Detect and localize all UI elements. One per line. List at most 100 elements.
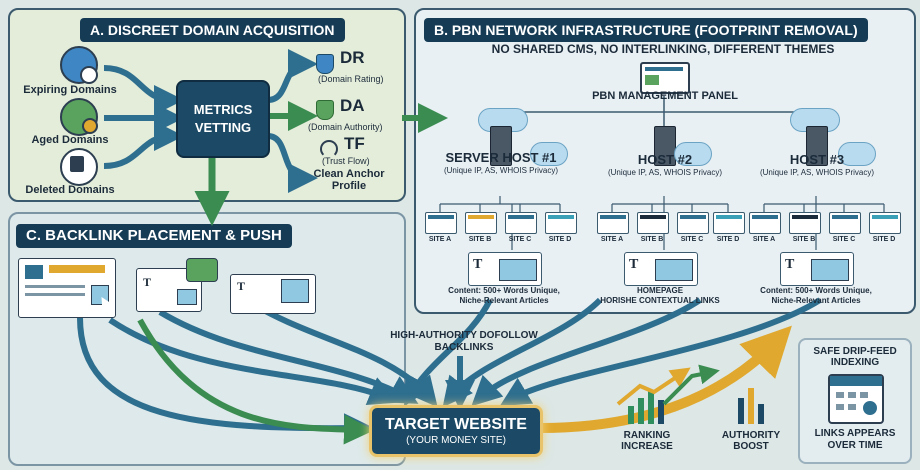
drip-title-line-1: SAFE DRIP-FEED bbox=[813, 346, 897, 357]
gauge-icon bbox=[320, 140, 338, 158]
calendar-icon bbox=[828, 374, 884, 424]
site-card bbox=[869, 212, 901, 234]
panel-a-title: A. DISCREET DOMAIN ACQUISITION bbox=[80, 18, 345, 42]
panel-c-title: C. BACKLINK PLACEMENT & PUSH bbox=[16, 224, 292, 248]
site-card bbox=[465, 212, 497, 234]
image-icon bbox=[177, 289, 197, 305]
site-card bbox=[749, 212, 781, 234]
source-aged: Aged Domains bbox=[31, 134, 109, 146]
text-icon: T bbox=[473, 257, 483, 272]
drip-feed-box: SAFE DRIP-FEED INDEXING LINKS APPEARS OV… bbox=[798, 338, 912, 464]
site-label-a: SITE A bbox=[752, 236, 776, 243]
drip-caption-line-1: LINKS APPEARS bbox=[814, 428, 896, 439]
source-expiring: Expiring Domains bbox=[23, 84, 117, 96]
authority-line-2: BOOST bbox=[733, 441, 769, 452]
site-label-a: SITE A bbox=[428, 236, 452, 243]
shield-check-icon bbox=[316, 100, 334, 120]
host-3-content-line-2: Niche-Relevant Articles bbox=[771, 296, 861, 305]
host-2-name: HOST #2 bbox=[637, 152, 693, 167]
site-label-c: SITE C bbox=[680, 236, 704, 243]
site-label-c: SITE C bbox=[508, 236, 532, 243]
host-1-content: Content: 500+ Words Unique, Niche-Releva… bbox=[434, 286, 574, 306]
vetting-line-1: METRICS bbox=[193, 102, 253, 117]
target-website: TARGET WEBSITE (YOUR MONEY SITE) bbox=[369, 405, 543, 457]
ranking-line-1: RANKING bbox=[623, 430, 671, 441]
text-icon: T bbox=[237, 279, 246, 293]
site-label-b: SITE B bbox=[468, 236, 492, 243]
site-card bbox=[677, 212, 709, 234]
authority-label: AUTHORITY BOOST bbox=[716, 430, 786, 452]
target-subtitle: (YOUR MONEY SITE) bbox=[406, 434, 506, 446]
drip-title-line-2: INDEXING bbox=[830, 357, 880, 368]
article-card: T bbox=[780, 252, 854, 286]
anchor-line-1: Clean Anchor bbox=[313, 168, 385, 180]
site-label-b: SITE B bbox=[792, 236, 816, 243]
ranking-label: RANKING INCREASE bbox=[612, 430, 682, 452]
host-1-content-line-1: Content: 500+ Words Unique, bbox=[448, 286, 560, 295]
metrics-vetting-box: METRICS VETTING bbox=[176, 80, 270, 158]
monitor-icon bbox=[640, 62, 690, 94]
host-3-sub: (Unique IP, AS, WHOIS Privacy) bbox=[759, 168, 875, 177]
site-card bbox=[545, 212, 577, 234]
host-1-name: SERVER HOST #1 bbox=[445, 150, 557, 165]
anchor-line-2: Profile bbox=[331, 180, 367, 192]
site-label-d: SITE D bbox=[548, 236, 572, 243]
site-label-d: SITE D bbox=[872, 236, 896, 243]
drip-title: SAFE DRIP-FEED INDEXING bbox=[800, 346, 910, 368]
site-card bbox=[425, 212, 457, 234]
host-1-sub: (Unique IP, AS, WHOIS Privacy) bbox=[443, 166, 559, 175]
text-icon: T bbox=[143, 275, 152, 289]
host-2-content-line-2: HORISHE CONTEXTUAL LINKS bbox=[600, 296, 720, 305]
web-page-doc bbox=[18, 258, 116, 318]
badge-icon bbox=[82, 118, 98, 134]
site-label-b: SITE B bbox=[640, 236, 664, 243]
site-card bbox=[829, 212, 861, 234]
site-label-a: SITE A bbox=[600, 236, 624, 243]
site-card bbox=[505, 212, 537, 234]
metric-da: DA bbox=[340, 96, 365, 115]
article-doc: T bbox=[230, 274, 316, 314]
clock-icon bbox=[60, 98, 98, 136]
panel-backlink-placement: C. BACKLINK PLACEMENT & PUSH bbox=[8, 212, 406, 466]
source-deleted: Deleted Domains bbox=[25, 184, 115, 196]
text-icon: T bbox=[785, 257, 795, 272]
host-2-content: HOMEPAGE HORISHE CONTEXTUAL LINKS bbox=[590, 286, 730, 306]
trash-can-shape bbox=[70, 156, 84, 172]
host-1-content-line-2: Niche-Relevant Articles bbox=[459, 296, 549, 305]
metric-dr: DR bbox=[340, 48, 365, 67]
site-card bbox=[789, 212, 821, 234]
host-2-sub: (Unique IP, AS, WHOIS Privacy) bbox=[607, 168, 723, 177]
authority-line-1: AUTHORITY bbox=[721, 430, 781, 441]
site-card bbox=[597, 212, 629, 234]
drip-caption: LINKS APPEARS OVER TIME bbox=[800, 428, 910, 452]
image-icon bbox=[281, 279, 309, 303]
site-label-c: SITE C bbox=[832, 236, 856, 243]
target-title: TARGET WEBSITE bbox=[385, 415, 527, 433]
server-icon bbox=[490, 126, 512, 166]
shield-chart-icon bbox=[316, 54, 334, 74]
metric-dr-label: (Domain Rating) bbox=[318, 74, 384, 84]
site-card bbox=[637, 212, 669, 234]
image-icon bbox=[811, 259, 849, 281]
host-3-content: Content: 500+ Words Unique, Niche-Releva… bbox=[746, 286, 886, 306]
article-card: T bbox=[624, 252, 698, 286]
image-icon bbox=[655, 259, 693, 281]
dofollow-line-2: BACKLINKS bbox=[434, 342, 494, 353]
globe-icon bbox=[60, 46, 98, 84]
server-icon bbox=[806, 126, 828, 166]
dofollow-line-1: HIGH-AUTHORITY DOFOLLOW bbox=[390, 330, 538, 341]
host-3-name: HOST #3 bbox=[789, 152, 845, 167]
host-2-content-line-1: HOMEPAGE bbox=[636, 286, 684, 295]
vetting-line-2: VETTING bbox=[194, 120, 252, 135]
ranking-line-2: INCREASE bbox=[621, 441, 673, 452]
cloud-icon bbox=[674, 142, 712, 166]
metric-tf: TF bbox=[344, 134, 365, 153]
article-card: T bbox=[468, 252, 542, 286]
panel-b-title: B. PBN NETWORK INFRASTRUCTURE (FOOTPRINT… bbox=[424, 18, 868, 42]
anchor-profile: Clean Anchor Profile bbox=[306, 168, 392, 192]
host-3-content-line-1: Content: 500+ Words Unique, bbox=[760, 286, 872, 295]
clock-icon bbox=[80, 66, 98, 84]
metric-tf-label: (Trust Flow) bbox=[322, 156, 370, 166]
drip-caption-line-2: OVER TIME bbox=[827, 440, 883, 451]
